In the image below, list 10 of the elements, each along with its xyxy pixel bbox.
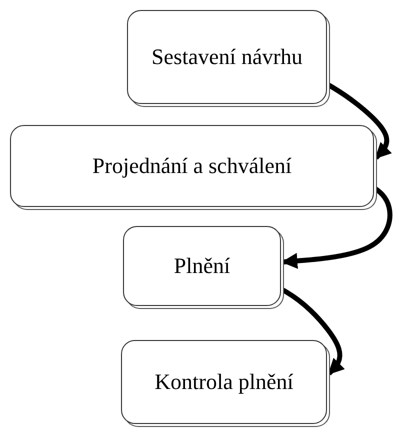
step-label: Sestavení návrhu — [152, 44, 302, 70]
step-label: Kontrola plnění — [154, 369, 294, 395]
step-label: Projednání a schválení — [92, 153, 292, 179]
curved-arrow — [282, 288, 345, 376]
process-box — [127, 10, 327, 104]
process-box — [10, 125, 374, 207]
process-box — [121, 340, 327, 424]
process-box — [123, 226, 281, 306]
step-label: Plnění — [174, 253, 230, 279]
curved-arrow — [328, 83, 392, 160]
